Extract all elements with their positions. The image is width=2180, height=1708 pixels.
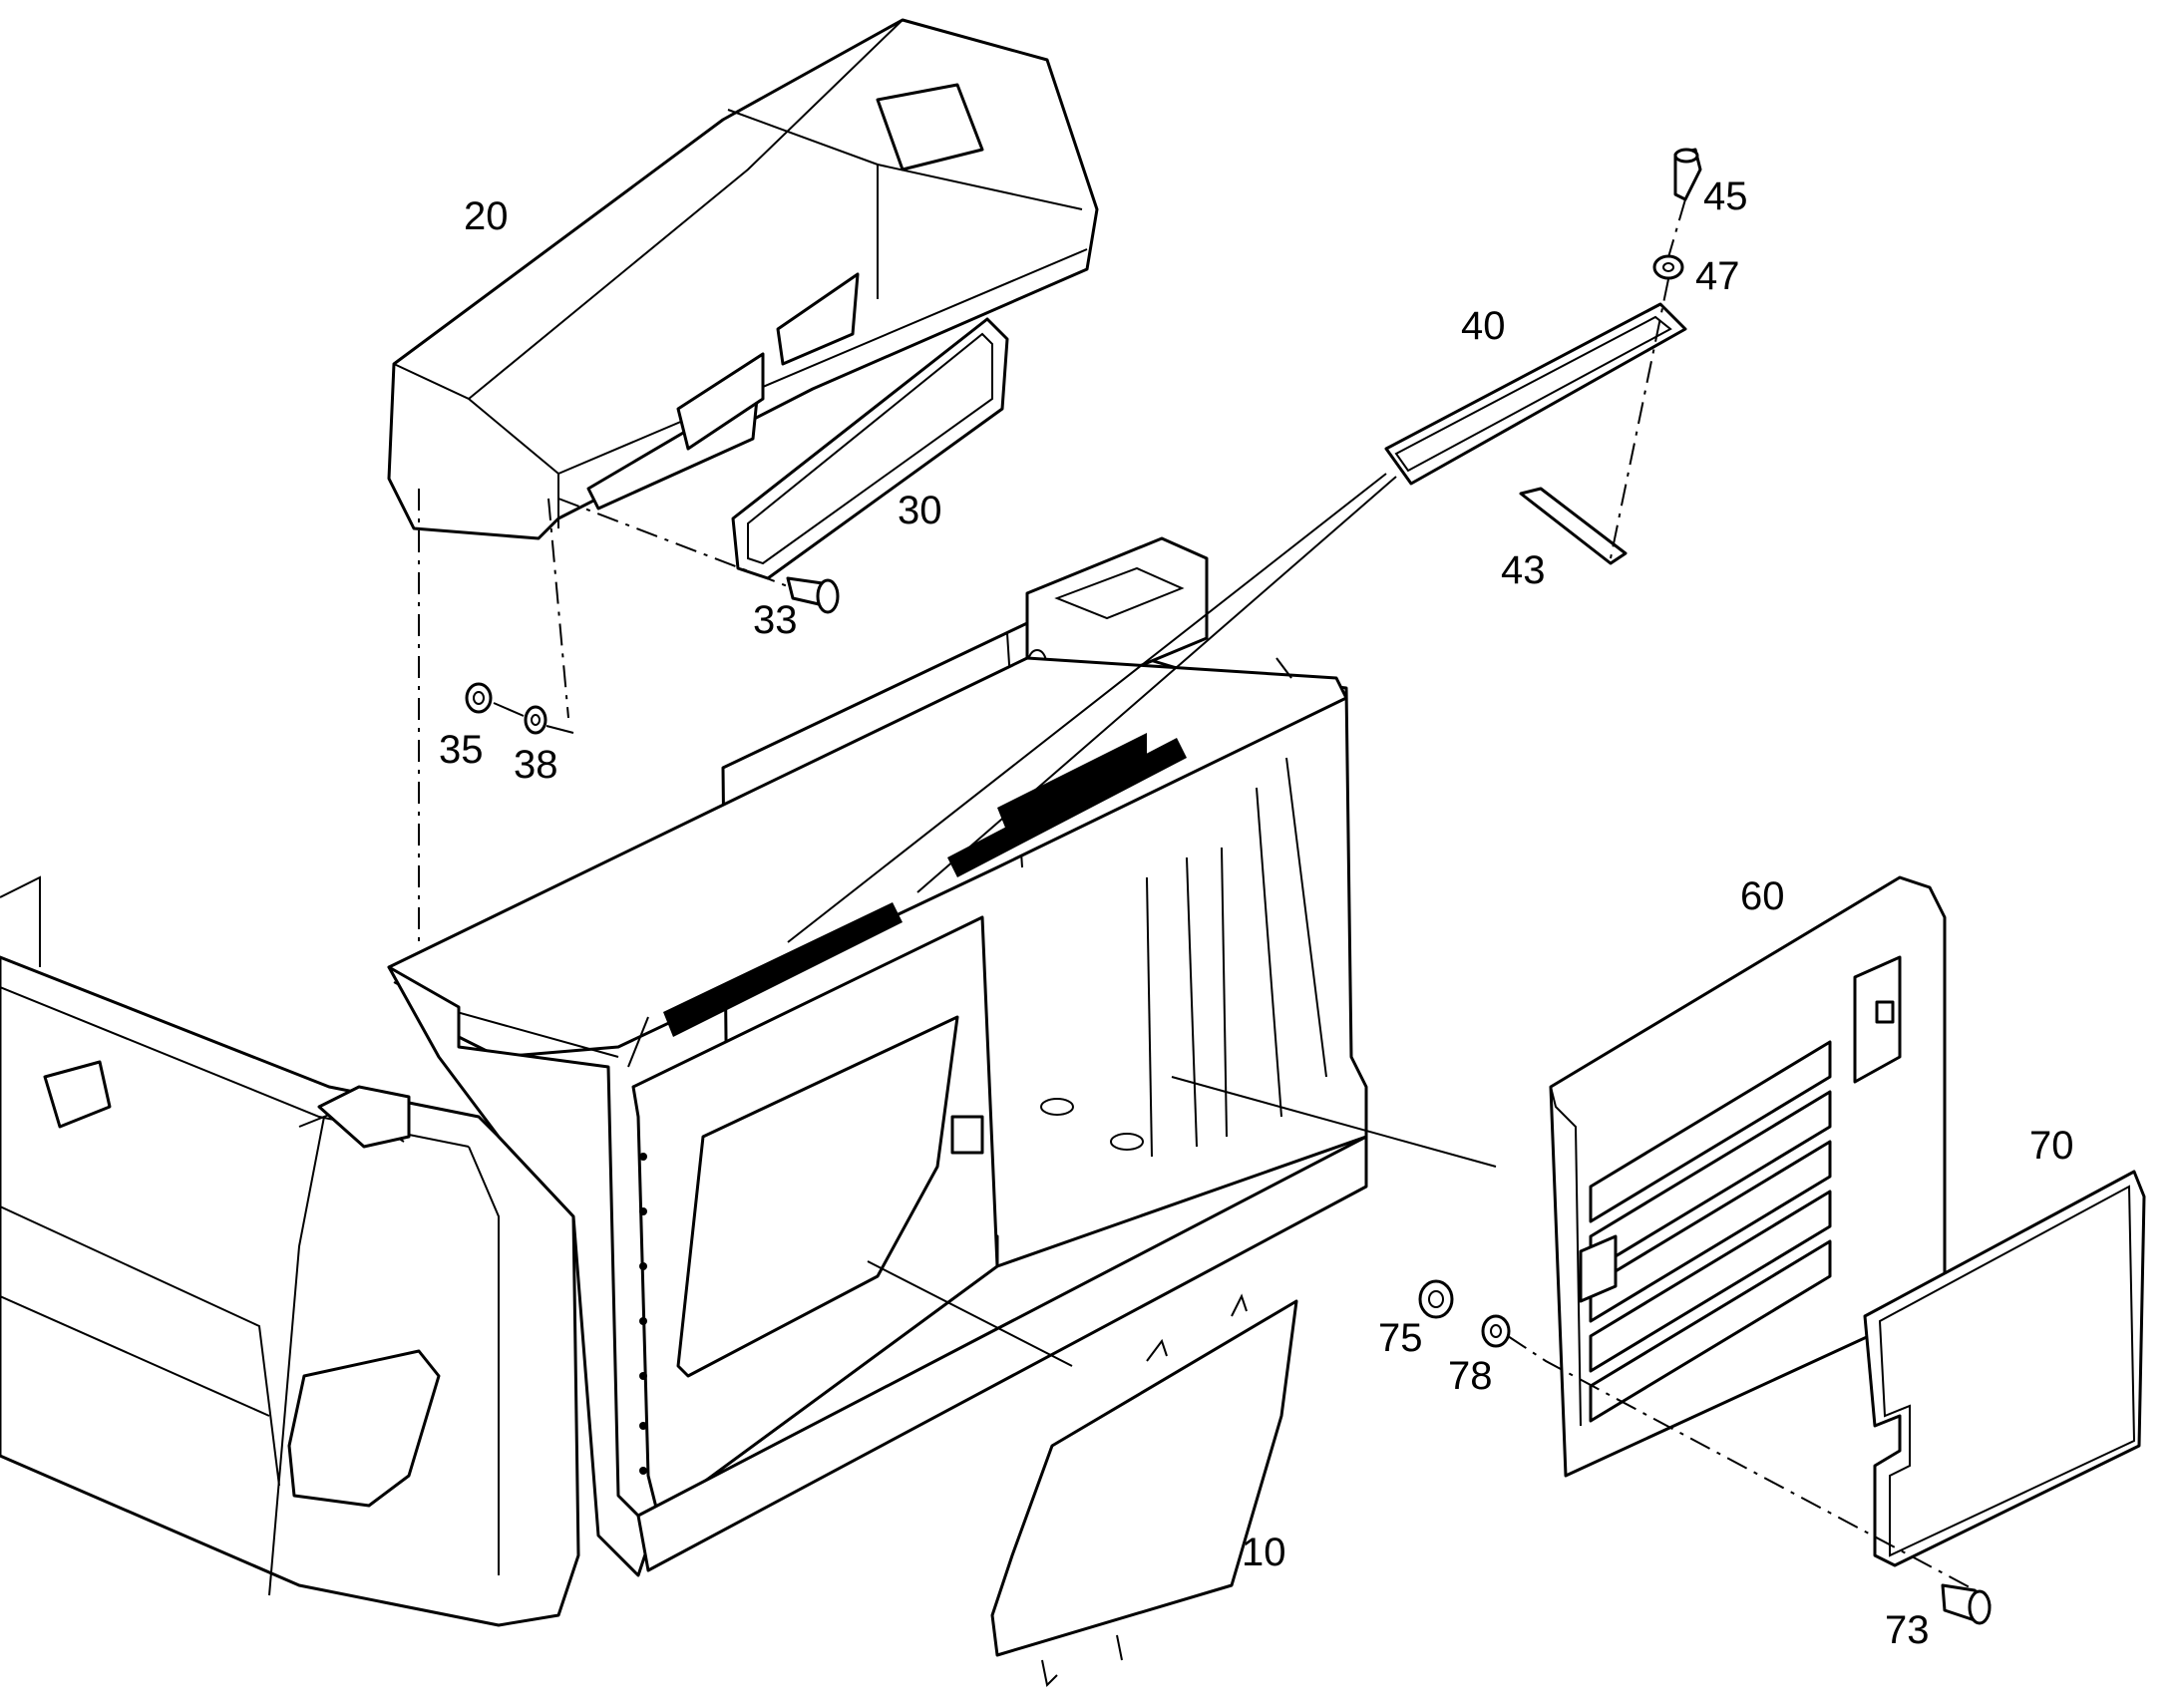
callout-45: 45 [1703, 174, 1748, 218]
door-part-60 [1549, 875, 1947, 1478]
callout-30: 30 [898, 489, 942, 532]
callout-40: 40 [1461, 304, 1506, 348]
callout-70: 70 [2029, 1124, 2074, 1168]
callout-43: 43 [1501, 548, 1546, 592]
hood-part-20 [387, 18, 1099, 540]
callout-60: 60 [1740, 874, 1785, 918]
rivet-row [639, 1153, 647, 1475]
callout-73: 73 [1885, 1608, 1930, 1652]
bolt-part-73 [1941, 1583, 1992, 1625]
screen-panel-part-10 [990, 1293, 1298, 1688]
callout-38: 38 [514, 743, 558, 787]
leader-lines [418, 198, 1986, 1596]
washer-part-38 [524, 705, 547, 735]
callout-35: 35 [439, 728, 484, 772]
washer-part-47 [1652, 254, 1684, 280]
strip-part-43 [1519, 487, 1628, 565]
callout-10: 10 [1242, 1531, 1286, 1574]
callout-20: 20 [464, 194, 509, 238]
left-side-housing [0, 875, 580, 1627]
gasket-part-70 [1863, 1170, 2146, 1567]
callout-78: 78 [1448, 1354, 1493, 1398]
bolt-part-45 [1673, 148, 1702, 201]
seal-part-30 [731, 317, 1009, 580]
callout-47: 47 [1695, 254, 1740, 298]
callout-33: 33 [753, 598, 798, 642]
washer-part-78 [1481, 1314, 1511, 1348]
callout-75: 75 [1378, 1316, 1423, 1360]
plate-part-40 [1384, 302, 1687, 486]
nut-part-75 [1418, 1279, 1454, 1319]
callout-labels: 20 30 33 35 38 40 43 45 47 60 70 73 75 7… [439, 174, 2074, 1652]
nut-part-35 [465, 682, 493, 714]
main-enclosure-frame [387, 536, 1368, 1577]
bolt-part-33 [786, 576, 840, 614]
